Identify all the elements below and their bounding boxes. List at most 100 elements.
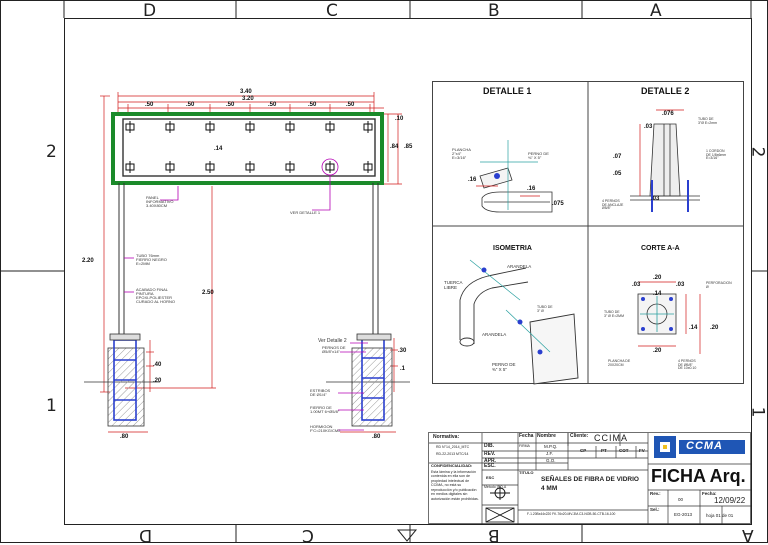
tb-esc: ESC. — [484, 463, 496, 469]
detalle-2-pernos: 4 PERNOS DE ANCLAJE Ø5/8" — [602, 199, 624, 210]
dim-85: .85 — [404, 144, 413, 150]
pernos-note: PERNOS DE Ø5/8"x14" — [322, 345, 346, 354]
tb-normativa-1: RD N°14_2014_MTC — [436, 445, 470, 449]
dim-40: .40 — [153, 362, 162, 368]
tb-hoja: hoja 01 de 01 — [706, 513, 734, 518]
corte-pernos: 4 PERNOS DE Ø5/8" DE 10x0.10 — [678, 359, 697, 370]
tb-apr-name: G.O. — [546, 458, 556, 463]
dim-spacing-3: .50 — [226, 102, 235, 108]
tb-col-pt: PT — [601, 448, 607, 453]
detalle-2-d076: .076 — [662, 111, 674, 117]
dim-250: 2.50 — [202, 290, 214, 296]
zone-top-b: B — [488, 1, 500, 21]
tb-esc-val: ESC — [486, 475, 495, 480]
dim-1: .1 — [400, 366, 406, 372]
corte-perforacion: PERFORACION Ø — [706, 281, 732, 289]
tb-cliente-label: Cliente: — [570, 433, 589, 439]
detalle-2-title: DETALLE 2 — [641, 86, 690, 96]
dim-spacing-2: .50 — [186, 102, 195, 108]
detalle-2-cordon: 1 CORDON DE 1/8x6mm E=3/16" — [706, 149, 727, 160]
tb-confidencialidad: Esta lámina y la información contenida e… — [431, 470, 479, 501]
tb-confidencialidad-label: CONFIDENCIALIDAD: — [431, 463, 473, 468]
hormigon-note: HORMIGON F'C=210KG/CM2 — [310, 424, 341, 433]
tb-nombre-label: Nombre — [537, 433, 556, 439]
tb-col-fv: FV — [639, 448, 645, 453]
tb-col-cot: COT — [619, 448, 629, 453]
tb-cliente: CCIMA — [594, 433, 628, 443]
dim-80-right: .80 — [372, 434, 381, 440]
tb-dib: DIB. — [484, 443, 494, 449]
detalle-1-perno: PERNO DE ⅜" X 5" — [528, 151, 549, 160]
detalle-1-d075: .075 — [552, 201, 564, 207]
tb-file-ref: F-1.20Bx44x220 FK-76x20-MV-3M-C3-NOB-50-… — [527, 512, 616, 516]
tb-normativa-2: RD-22-2013 MTC/14 — [436, 452, 469, 456]
dim-spacing-4: .50 — [268, 102, 277, 108]
dim-84: .84 — [390, 144, 399, 150]
corte-d14b: .14 — [689, 325, 698, 331]
tb-fecha-label2: Fecha: — [702, 491, 717, 496]
tb-firma: FIRMA — [519, 444, 530, 448]
tb-dib-name: M.P.Q. — [544, 444, 558, 449]
corte-d20a: .20 — [653, 275, 662, 281]
panel-bolts — [125, 121, 373, 173]
detalle-1-title: DETALLE 1 — [483, 86, 532, 96]
tb-rev-name: J.F. — [546, 451, 554, 456]
dim-20: .20 — [153, 378, 162, 384]
dim-14: .14 — [214, 146, 223, 152]
dim-80-left: .80 — [120, 434, 129, 440]
corte-title: CORTE A-A — [641, 245, 680, 252]
detalle-1-plancha: PLANCHA 2"x4" E=3/16" — [452, 147, 471, 160]
dim-220: 2.20 — [82, 258, 94, 264]
detalle-2-d05: .05 — [613, 171, 622, 177]
tb-titulo: TITULO — [519, 470, 534, 475]
zone-top-a: A — [650, 1, 662, 21]
dim-spacing-6: .50 — [346, 102, 355, 108]
tb-rev: REV. — [484, 451, 496, 457]
isometria-tuerca: TUERCA LIBRE — [444, 280, 463, 290]
acabado-note: ACABADO FINAL PINTURA EPOXI-POLIESTER CU… — [136, 287, 175, 304]
isometria-arandela-mid: ARANDELA — [482, 332, 507, 337]
corte-tubo: TUBO DE 3" Ø E=2MM — [604, 310, 625, 318]
corte-d20b: .20 — [710, 325, 719, 331]
ver-detalle-2: Ver Detalle 2 — [318, 338, 347, 344]
corte-d20c: .20 — [653, 348, 662, 354]
corte-d14a: .14 — [653, 291, 662, 297]
dim-30: .30 — [398, 348, 407, 354]
detalle-2-d03: .03 — [644, 124, 653, 130]
detalle-1-d16b: .16 — [527, 186, 536, 192]
ver-detalle-1: VER DETALLE 1 — [290, 210, 321, 215]
dim-spacing-1: .50 — [145, 102, 154, 108]
tb-logo-text: CCMA — [686, 440, 723, 452]
corte-plancha: PLANCHA DE 20X20CM — [608, 359, 631, 367]
detalle-2-tubo: TUBO DE 3"Ø E=2mm — [698, 117, 718, 125]
corte-d03b: .03 — [676, 282, 685, 288]
estribos-note: ESTRIBOS DE Ø1/4" — [310, 388, 331, 397]
dim-inner: 3.20 — [242, 96, 254, 102]
detalle-2-d07: .07 — [613, 154, 622, 160]
tb-apr: APR. — [484, 458, 496, 464]
tb-sel-val: EG-2013 — [674, 512, 693, 517]
tb-fecha-val: 12/09/22 — [714, 496, 746, 505]
zone-top-c: C — [326, 1, 338, 21]
detalle-2-d03b: .03 — [651, 196, 660, 202]
tb-fecha-label: Fecha — [519, 433, 534, 439]
isometria-perno: PERNO DE ⅜" X 5" — [492, 362, 516, 372]
isometria-arandela-top: ARANDELA — [507, 264, 532, 269]
dim-spacing-5: .50 — [308, 102, 317, 108]
zone-top-d: D — [143, 1, 157, 21]
detalle-1-d16a: .16 — [468, 177, 477, 183]
tubo-note: TUBO 76mm FIERRO NEGRO E=2MM — [136, 253, 167, 266]
tb-title-2: 4 MM — [541, 485, 558, 492]
tb-normativa-label: Normativa: — [433, 434, 460, 440]
fierro-note: FIERRO DE 1.00MT 6+Ø5/8" — [310, 405, 340, 414]
zone-left-2: 2 — [46, 142, 57, 162]
tb-ficha: FICHA Arq. — [651, 466, 746, 486]
panel-note: PANEL INFORMATIVO 3.40X80CM — [146, 195, 174, 208]
isometria-tubo: TUBO DE 3" Ø — [537, 305, 553, 313]
ccma-logo — [654, 436, 745, 458]
tb-metodo: Metodo ISO-A — [484, 485, 507, 489]
isometria-title: ISOMETRIA — [493, 245, 532, 252]
